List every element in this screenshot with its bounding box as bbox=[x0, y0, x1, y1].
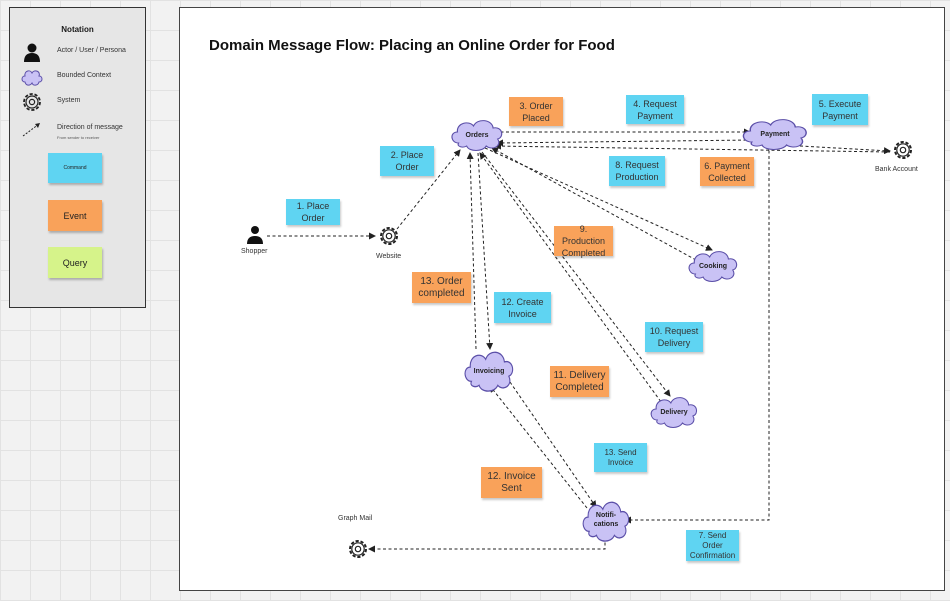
arrow-notifications-invoicing bbox=[489, 385, 588, 509]
legend-title: Notation bbox=[61, 25, 94, 34]
arrow-payment-orders bbox=[496, 139, 753, 147]
command-request-production: 8. Request Production bbox=[609, 156, 665, 186]
gear-icon bbox=[349, 540, 367, 558]
gear-icon bbox=[380, 227, 398, 245]
arrow-payment-bank bbox=[799, 145, 891, 155]
person-icon bbox=[247, 226, 263, 244]
legend-direction: Direction of message From sender to rece… bbox=[20, 118, 145, 140]
legend-context: Bounded Context bbox=[20, 66, 145, 88]
cloud-icon bbox=[464, 351, 514, 392]
delivery-context-label: Delivery bbox=[660, 409, 688, 416]
legend-query-sticky: Query bbox=[48, 247, 102, 278]
arrow-notifications-graphmail bbox=[368, 537, 606, 553]
legend-event-sticky: Event bbox=[48, 200, 102, 231]
command-place-order-1: 1. Place Order bbox=[286, 199, 340, 225]
event-payment-collected: 6. Payment Collected bbox=[700, 157, 754, 186]
cloud-icon bbox=[650, 397, 698, 428]
legend-context-label: Bounded Context bbox=[57, 72, 112, 79]
event-order-placed: 3. Order Placed bbox=[509, 97, 563, 126]
legend-direction-label: Direction of message bbox=[57, 124, 123, 131]
cooking-context-label: Cooking bbox=[699, 263, 727, 270]
event-delivery-completed: 11. Delivery Completed bbox=[550, 366, 609, 397]
arrow-orders-delivery bbox=[481, 151, 671, 397]
arrow-payment-notifications bbox=[624, 145, 770, 524]
arrow-invoicing-orders bbox=[466, 152, 477, 350]
bank-account-label: Bank Account bbox=[875, 166, 918, 173]
event-production-completed: 9. Production Completed bbox=[554, 224, 613, 258]
payment-context-label: Payment bbox=[760, 131, 790, 138]
diagram-title: Domain Message Flow: Placing an Online O… bbox=[209, 37, 615, 54]
legend-system-label: System bbox=[57, 97, 81, 104]
arrow-cooking-orders bbox=[491, 147, 697, 261]
cloud-icon bbox=[688, 251, 738, 282]
event-invoice-sent: 12. Invoice Sent bbox=[481, 467, 542, 498]
invoicing-context-label: Invoicing bbox=[473, 368, 505, 375]
cloud-icon bbox=[451, 120, 503, 151]
website-label: Website bbox=[376, 253, 402, 260]
orders-context-label: Orders bbox=[465, 132, 489, 139]
legend-panel: Notation Actor / User / Persona Bounded … bbox=[9, 7, 146, 308]
command-place-order-2: 2. Place Order bbox=[380, 146, 434, 176]
arrow-orders-cooking bbox=[484, 147, 713, 251]
legend-actor-label: Actor / User / Persona bbox=[57, 47, 126, 54]
arrow-orders-invoicing bbox=[477, 152, 494, 350]
gear-icon bbox=[894, 141, 912, 159]
legend-direction-sublabel: From sender to receiver bbox=[57, 135, 100, 140]
arrow-bank-orders bbox=[494, 142, 891, 153]
event-order-completed: 13. Order completed bbox=[412, 272, 471, 303]
legend-actor: Actor / User / Persona bbox=[20, 41, 145, 63]
command-create-invoice: 12. Create Invoice bbox=[494, 292, 551, 323]
gear-icon bbox=[23, 93, 41, 111]
person-icon bbox=[24, 43, 40, 62]
command-request-delivery: 10. Request Delivery bbox=[645, 322, 703, 352]
notifications-context-label: Notifi- cations bbox=[593, 512, 619, 528]
cloud-icon bbox=[742, 119, 807, 150]
arrow-delivery-orders bbox=[479, 152, 665, 407]
command-request-payment: 4. Request Payment bbox=[626, 95, 684, 124]
legend-system: System bbox=[20, 91, 145, 113]
command-execute-payment: 5. Execute Payment bbox=[812, 94, 868, 125]
shopper-label: Shopper bbox=[241, 248, 268, 255]
dashed-arrow-icon bbox=[22, 123, 40, 137]
graph-mail-label: Graph Mail bbox=[338, 515, 373, 522]
legend-command-sticky: Command bbox=[48, 153, 102, 183]
cloud-icon bbox=[21, 70, 43, 86]
command-send-order-confirmation: 7. Send Order Confirmation bbox=[686, 530, 739, 561]
arrow-website-orders bbox=[396, 149, 461, 230]
command-send-invoice: 13. Send Invoice bbox=[594, 443, 647, 472]
cloud-icon bbox=[582, 501, 630, 542]
